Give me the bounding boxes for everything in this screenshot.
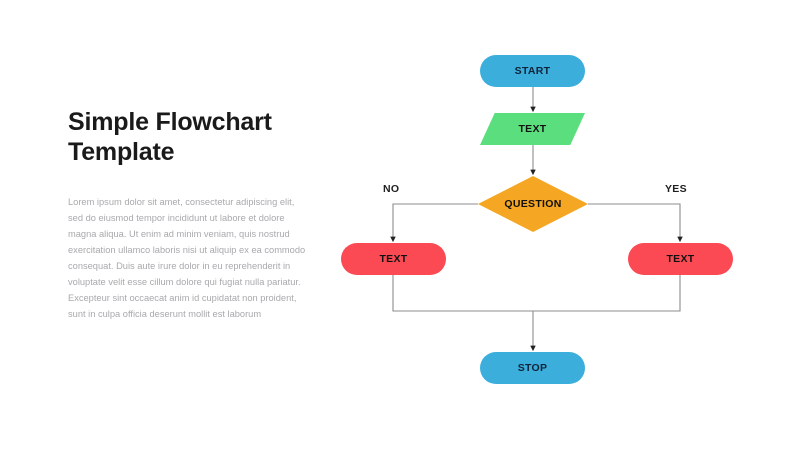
node-input-label: TEXT [518, 122, 547, 135]
edge-no-merge [392, 275, 533, 312]
flowchart-connectors [390, 87, 683, 352]
node-start-label: START [514, 64, 551, 77]
text-panel: Simple Flowchart Template Lorem ipsum do… [68, 108, 308, 323]
node-text-no[interactable]: TEXT [341, 243, 446, 275]
node-text-no-label: TEXT [379, 252, 408, 265]
node-question-label: QUESTION [504, 197, 562, 210]
node-start[interactable]: START [480, 55, 585, 87]
node-text-yes[interactable]: TEXT [628, 243, 733, 275]
edge-question-no [390, 203, 478, 243]
body-paragraph: Lorem ipsum dolor sit amet, consectetur … [68, 197, 306, 319]
page-title: Simple Flowchart Template [68, 108, 272, 166]
flowchart-canvas: NO YES START TEXT QUESTION TEXT TEXT STO… [330, 0, 800, 450]
edge-label-no: NO [383, 183, 400, 195]
node-input-text[interactable]: TEXT [480, 113, 585, 145]
node-text-yes-label: TEXT [666, 252, 695, 265]
node-stop[interactable]: STOP [480, 352, 585, 384]
edge-label-yes: YES [665, 183, 687, 195]
edge-yes-merge [533, 275, 681, 312]
node-stop-label: STOP [517, 361, 548, 374]
edge-question-yes [588, 203, 683, 243]
